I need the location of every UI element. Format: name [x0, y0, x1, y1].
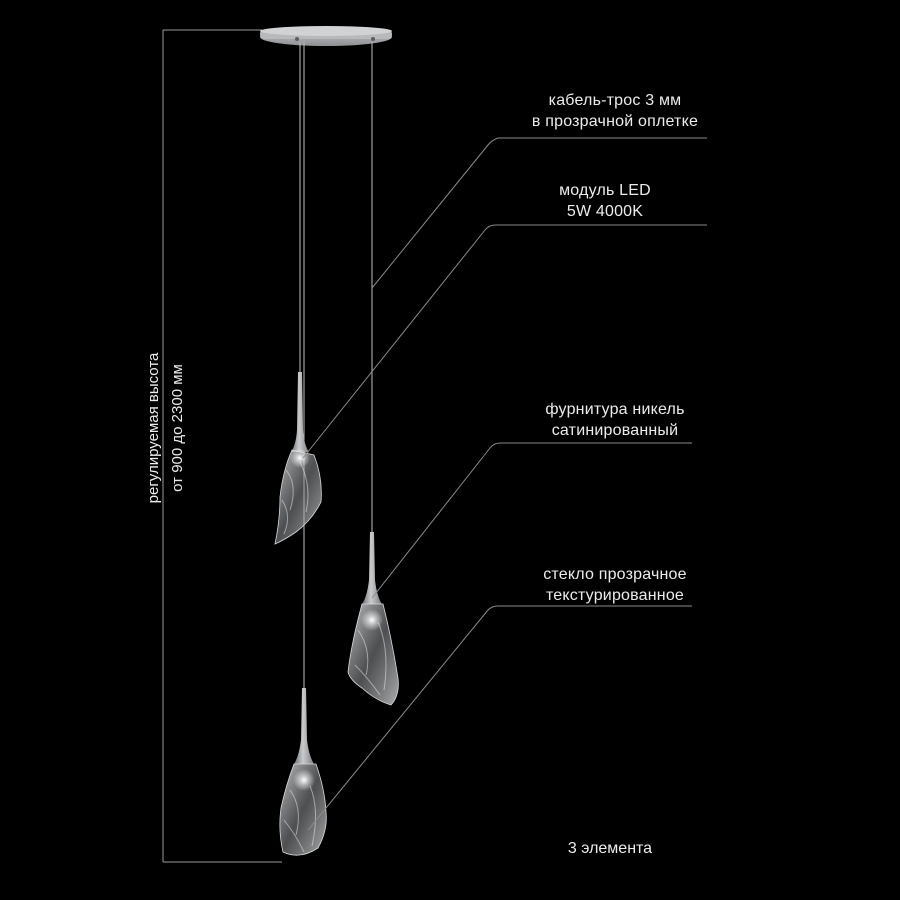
pendant-upper	[274, 372, 322, 545]
callout-cable-line1: кабель-трос 3 мм	[548, 92, 682, 109]
callout-fittings-line1: фурнитура никель	[545, 401, 685, 418]
callout-led-line2: 5W 4000K	[566, 203, 644, 220]
leader-line-fittings	[371, 442, 692, 599]
height-label-line2: от 900 до 2300 мм	[169, 364, 186, 492]
callout-fittings: фурнитура никель сатинированный	[510, 399, 720, 441]
leader-line-led	[302, 224, 707, 459]
callout-fittings-line2: сатинированный	[551, 422, 679, 439]
callout-glass-line1: стекло прозрачное	[543, 566, 687, 583]
callout-led-line1: модуль LED	[559, 182, 651, 199]
callout-led: модуль LED 5W 4000K	[505, 180, 705, 222]
pendant-lower	[279, 688, 327, 856]
leader-line-cable	[371, 137, 707, 289]
callout-cable: кабель-трос 3 мм в прозрачной оплетке	[510, 90, 720, 132]
pendant-middle	[347, 532, 399, 706]
height-dimension-bracket	[162, 29, 282, 863]
suspension-cables	[299, 42, 373, 688]
ceiling-canopy	[260, 26, 392, 46]
leader-line-glass	[307, 605, 692, 831]
callout-glass: стекло прозрачное текстурированное	[505, 564, 725, 606]
elements-count: 3 элемента	[567, 840, 653, 857]
callout-cable-line2: в прозрачной оплетке	[531, 113, 699, 130]
callout-glass-line2: текстурированное	[545, 587, 685, 604]
height-label-line1: регулируемая высота	[145, 352, 162, 504]
leader-lines	[302, 137, 707, 831]
